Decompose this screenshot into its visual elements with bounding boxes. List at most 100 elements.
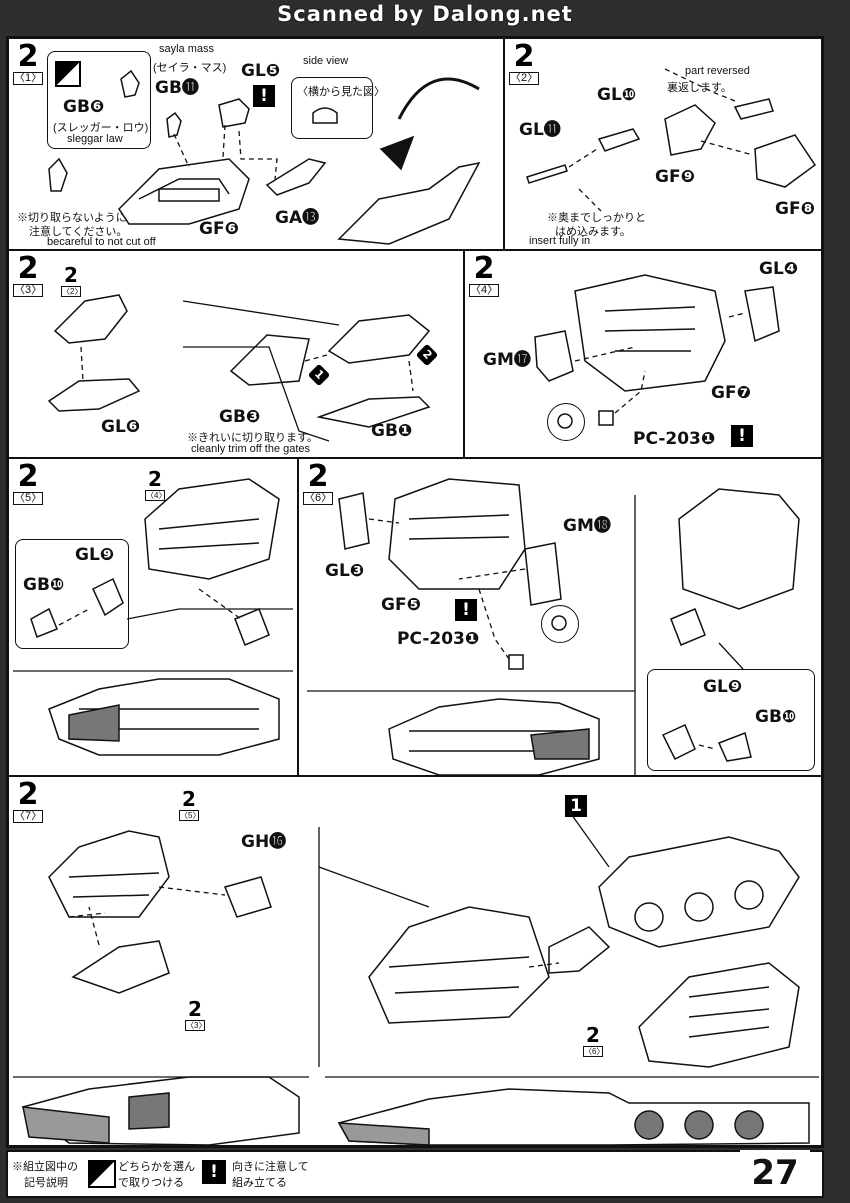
ga13-part bbox=[265, 158, 327, 196]
step-sub-number: 〈1〉 bbox=[13, 72, 43, 85]
pc203-label: PC-203❶ bbox=[397, 629, 480, 649]
step-2-1-parts-drawing bbox=[48, 69, 481, 245]
step-2-4-parts-drawing bbox=[534, 274, 780, 429]
reference-step-2-5: 2 〈5〉 bbox=[179, 787, 201, 821]
legend-title-line-2: 記号説明 bbox=[24, 1177, 68, 1189]
gb3-part bbox=[229, 334, 310, 386]
step-2-2-panel: 2 〈2〉 part reversed 裏返します。 GL❿ GL⓫ GF❾ G… bbox=[504, 38, 822, 250]
reference-step-2-6: 2 〈6〉 bbox=[583, 1023, 605, 1057]
reference-step-number: 2 bbox=[586, 1023, 600, 1047]
exclamation-icon: ! bbox=[202, 1160, 226, 1184]
legend-orient-line-2: 組み立てる bbox=[232, 1177, 287, 1189]
reference-step-number: 2 bbox=[188, 997, 202, 1021]
gl5-part bbox=[218, 98, 250, 128]
scanner-banner: Scanned by Dalong.net bbox=[277, 2, 573, 26]
step-2-2-label: 2 〈2〉 bbox=[509, 42, 539, 85]
half-square-icon bbox=[88, 1160, 116, 1188]
trim-japanese-label: ※きれいに切り取ります。 bbox=[187, 432, 318, 444]
sleggar-english-label: sleggar law bbox=[67, 133, 123, 145]
rotate-arrow bbox=[397, 77, 480, 120]
step-2-4-panel: 2 〈4〉 GL❹ GM⓱ GF❼ PC-203❶ ! bbox=[464, 250, 822, 458]
gf9-label: GF❾ bbox=[655, 167, 695, 187]
gl9-label: GL❾ bbox=[703, 677, 743, 697]
caution-english-label: becareful to not cut off bbox=[47, 236, 156, 248]
gl6-label: GL❻ bbox=[101, 417, 141, 437]
gf7-frame-part bbox=[574, 274, 726, 392]
reference-step-2-4: 2 〈4〉 bbox=[145, 467, 167, 501]
reference-sub-number: 〈6〉 bbox=[583, 1046, 605, 1057]
gl3-label: GL❸ bbox=[325, 561, 365, 581]
reference-sub-number: 〈3〉 bbox=[185, 1020, 207, 1031]
nose-part bbox=[71, 940, 170, 994]
reference-sub-number: 〈5〉 bbox=[179, 810, 201, 821]
insert-english-label: insert fully in bbox=[529, 235, 591, 247]
reference-step-2-2: 2 〈2〉 bbox=[61, 265, 83, 297]
legend-choose-line-2: で取りつける bbox=[118, 1177, 185, 1189]
reference-step-2-3: 2 〈3〉 bbox=[185, 997, 207, 1031]
gf9-part bbox=[664, 104, 716, 156]
right-assembly-part bbox=[678, 488, 800, 610]
gl11-label: GL⓫ bbox=[519, 120, 561, 140]
step-number: 2 bbox=[17, 777, 39, 812]
gb11-label: GB⓫ bbox=[155, 78, 199, 98]
step-2-6-parts-drawing bbox=[307, 478, 800, 775]
loose-pilot-figure bbox=[48, 157, 68, 192]
polycap-orientation-frame bbox=[541, 605, 579, 643]
gf5-frame-part bbox=[388, 478, 526, 590]
sayla-english-label: sayla mass bbox=[159, 43, 215, 55]
gb10-part bbox=[30, 607, 58, 638]
polycap-orientation-frame bbox=[547, 403, 585, 441]
side-view-frame bbox=[291, 77, 373, 139]
legend-choose-line-1: どちらかを選ん bbox=[118, 1161, 195, 1173]
step-number: 2 bbox=[17, 459, 39, 494]
connector-arm bbox=[548, 926, 611, 974]
side-view-part bbox=[312, 107, 338, 124]
sayla-japanese-label: (セイラ・マス) bbox=[153, 62, 227, 74]
main-frame-part bbox=[144, 478, 280, 580]
pc203-polycap bbox=[508, 654, 524, 670]
gb10-part bbox=[717, 731, 752, 762]
reference-sub-number: 〈2〉 bbox=[61, 286, 83, 297]
step-2-7-label: 2 〈7〉 bbox=[13, 777, 43, 823]
gl10-label: GL❿ bbox=[597, 85, 637, 105]
step-2-3-label: 2 〈3〉 bbox=[13, 254, 43, 297]
reference-step-number: 2 bbox=[148, 467, 162, 491]
rear-unit bbox=[638, 962, 800, 1068]
gf8-part bbox=[754, 134, 817, 188]
reference-sub-number: 〈4〉 bbox=[145, 490, 167, 501]
symbol-legend: ※組立図中の 記号説明 どちらかを選ん で取りつける ! 向きに注意して 組み立… bbox=[6, 1150, 824, 1198]
trim-english-label: cleanly trim off the gates bbox=[191, 443, 311, 455]
gb3-label: GB❸ bbox=[219, 407, 261, 427]
caution-japanese-line-1: ※切り取らないように bbox=[17, 212, 127, 224]
assembled-part bbox=[337, 161, 481, 245]
reference-1-marker: 1 bbox=[565, 795, 587, 817]
gl9-label: GL❾ bbox=[75, 545, 115, 565]
gf5-label: GF❺ bbox=[381, 595, 421, 615]
step-2-4-label: 2 〈4〉 bbox=[469, 254, 499, 297]
gb1-part bbox=[316, 396, 431, 428]
gl9-part bbox=[661, 723, 696, 761]
gb6-pilot-figure bbox=[120, 69, 140, 98]
step-number: 2 bbox=[17, 39, 39, 74]
assembled-body bbox=[368, 906, 550, 1024]
exclamation-icon: ! bbox=[731, 425, 753, 447]
exclamation-icon: ! bbox=[253, 85, 275, 107]
step-2-2-parts-drawing bbox=[526, 68, 817, 212]
step-sub-number: 〈7〉 bbox=[13, 810, 43, 823]
reference-step-number: 2 bbox=[182, 787, 196, 811]
step-2-1-panel: 2 〈1〉 sayla mass (セイラ・マス) GB⓫ GB❻ (スレッガー… bbox=[8, 38, 504, 250]
step-2-1-label: 2 〈1〉 bbox=[13, 39, 43, 85]
gl11-rod bbox=[526, 164, 568, 184]
gm17-label: GM⓱ bbox=[483, 350, 531, 370]
exclamation-icon: ! bbox=[455, 599, 477, 621]
gb1-label: GB❶ bbox=[371, 421, 413, 441]
pc203-polycap bbox=[598, 410, 614, 426]
gb10-label: GB❿ bbox=[755, 707, 797, 727]
gh16-label: GH⓰ bbox=[241, 832, 287, 852]
gb11-pilot-figure bbox=[166, 111, 182, 138]
caution-japanese-line-2: 注意してください。 bbox=[29, 226, 128, 238]
caution-ear-icon bbox=[551, 615, 567, 631]
step-2-3-parts-drawing bbox=[47, 294, 431, 442]
step-2-5-panel: 2 〈5〉 2 〈4〉 GL❾ GB❿ bbox=[8, 458, 298, 776]
gl4-part bbox=[744, 286, 780, 343]
